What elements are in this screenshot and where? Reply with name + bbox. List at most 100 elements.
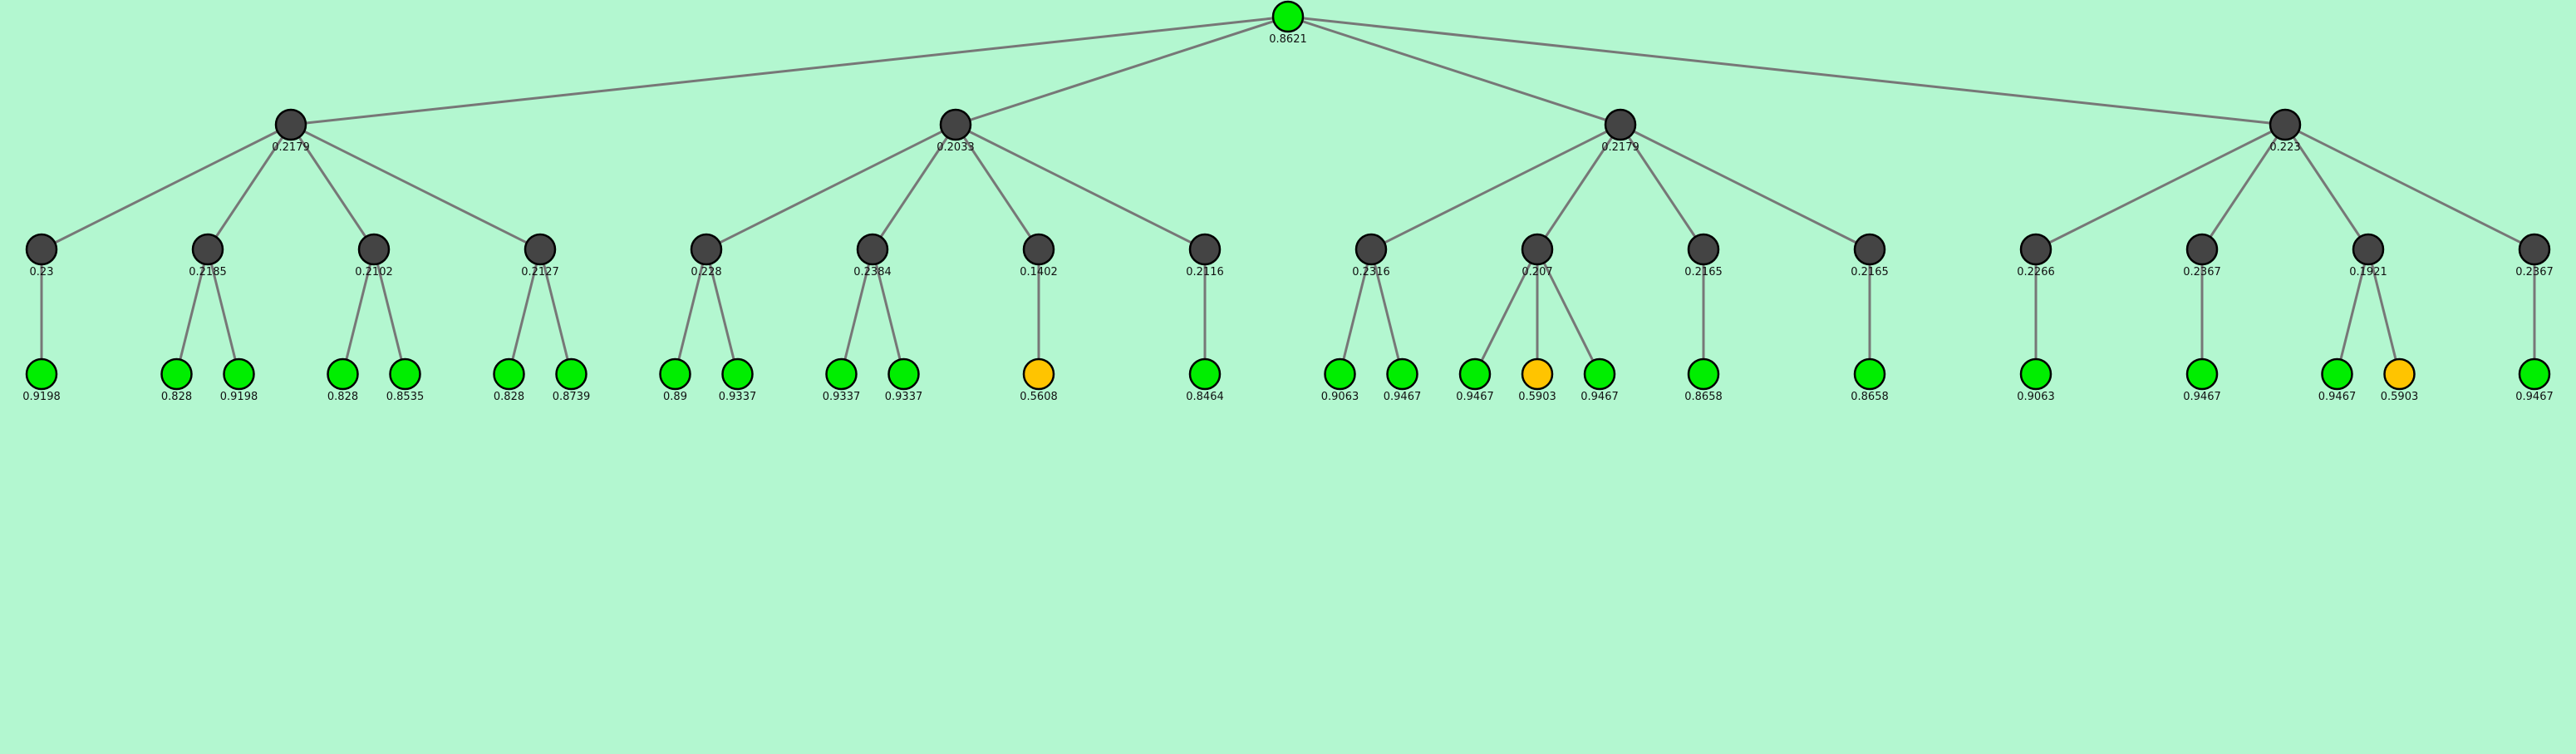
node-circle (493, 357, 525, 391)
node-circle (327, 357, 359, 391)
tree-edge (674, 249, 708, 375)
tree-node: 0.2165 (1851, 233, 1889, 278)
leaf-node: 0.9198 (22, 357, 61, 403)
node-value-label: 0.828 (161, 391, 192, 403)
leaf-node: 0.828 (327, 357, 359, 403)
tree-node: 0.223 (2269, 108, 2302, 154)
node-value-label: 0.828 (494, 391, 524, 403)
node-circle (524, 233, 557, 266)
leaf-node: 0.8658 (1851, 357, 1889, 403)
tree-edge (508, 249, 542, 375)
node-value-label: 0.5608 (1020, 391, 1058, 403)
node-circle (856, 233, 889, 266)
tree-node: 0.2266 (2017, 233, 2055, 278)
node-circle (2352, 233, 2385, 266)
tree-node: 0.2185 (189, 233, 227, 278)
tree-edge (1536, 124, 1622, 250)
leaf-node: 0.9467 (2183, 357, 2221, 403)
tree-node: 0.2102 (355, 233, 393, 278)
tree-edge (840, 249, 874, 375)
node-value-label: 0.9198 (220, 391, 258, 403)
tree-node: 0.207 (1521, 233, 1554, 278)
node-value-label: 0.9467 (1581, 391, 1619, 403)
tree-node: 0.2316 (1352, 233, 1390, 278)
node-circle (191, 233, 224, 266)
tree-edge (871, 249, 905, 375)
tree-edge (1287, 15, 1621, 126)
tree-edge (1536, 249, 1601, 375)
nodes: 0.8621 0.2179 0.23 0.9198 0.2185 0.828 0.9198 0… (22, 0, 2554, 403)
leaf-node: 0.8739 (553, 357, 590, 403)
tree-edge (206, 124, 293, 250)
node-circle (1386, 357, 1418, 391)
node-circle (1271, 0, 1305, 33)
leaf-node: 0.8658 (1684, 357, 1723, 403)
node-circle (160, 357, 193, 391)
leaf-node: 0.9467 (2515, 357, 2554, 403)
node-value-label: 0.8621 (1269, 33, 1307, 46)
node-circle (274, 108, 307, 141)
node-circle (2185, 357, 2219, 391)
leaf-node: 0.9467 (1384, 357, 1421, 403)
tree-node: 0.1402 (1020, 233, 1058, 278)
node-value-label: 0.2266 (2017, 266, 2055, 278)
tree-node: 0.2179 (1601, 108, 1639, 154)
node-value-label: 0.223 (2269, 141, 2300, 154)
leaf-node: 0.9467 (2318, 357, 2356, 403)
node-circle (887, 357, 920, 391)
tree-node: 0.2116 (1186, 233, 1224, 278)
leaf-node: 0.9467 (1581, 357, 1619, 403)
tree-node: 0.2033 (937, 108, 975, 154)
leaf-node: 0.5608 (1020, 357, 1058, 403)
node-circle (1022, 233, 1055, 266)
node-value-label: 0.5903 (2381, 391, 2419, 403)
tree-edge (705, 123, 956, 251)
node-value-label: 0.2367 (2183, 266, 2221, 278)
node-value-label: 0.89 (663, 391, 687, 403)
tree-edge (1620, 123, 1871, 251)
tree-edge (1287, 15, 2286, 126)
tree-edge (342, 249, 376, 375)
node-value-label: 0.8658 (1851, 391, 1889, 403)
tree-edge (372, 249, 406, 375)
leaf-node: 0.9337 (823, 357, 861, 403)
node-circle (25, 357, 58, 391)
tree-node: 0.1921 (2349, 233, 2387, 278)
node-value-label: 0.2102 (355, 266, 393, 278)
node-value-label: 0.2185 (189, 266, 227, 278)
tree-node: 0.2367 (2515, 233, 2554, 278)
tree-edge (1339, 249, 1373, 375)
node-value-label: 0.828 (327, 391, 358, 403)
node-circle (25, 233, 58, 266)
tree-edge (705, 249, 739, 375)
node-value-label: 0.2127 (521, 266, 559, 278)
tree-edge (2367, 249, 2401, 375)
node-circle (2518, 357, 2551, 391)
tree-node: 0.23 (25, 233, 58, 278)
node-value-label: 0.5903 (1518, 391, 1556, 403)
tree-edge (206, 249, 240, 375)
leaf-node: 0.8535 (386, 357, 424, 403)
leaf-node: 0.9467 (1456, 357, 1494, 403)
tree-edge (1619, 124, 1705, 250)
node-circle (1853, 233, 1886, 266)
node-circle (1188, 233, 1222, 266)
node-value-label: 0.1921 (2349, 266, 2387, 278)
node-circle (223, 357, 255, 391)
node-circle (1521, 357, 1554, 391)
node-value-label: 0.9337 (823, 391, 861, 403)
node-circle (2269, 108, 2302, 141)
edges (40, 15, 2536, 375)
node-value-label: 0.2165 (1851, 266, 1889, 278)
node-circle (2185, 233, 2219, 266)
node-circle (1188, 357, 1222, 391)
node-circle (939, 108, 972, 141)
leaf-node: 0.9063 (1321, 357, 1359, 403)
node-circle (825, 357, 858, 391)
node-value-label: 0.9467 (1456, 391, 1494, 403)
node-value-label: 0.9337 (719, 391, 757, 403)
node-circle (1583, 357, 1616, 391)
leaf-node: 0.89 (659, 357, 691, 403)
